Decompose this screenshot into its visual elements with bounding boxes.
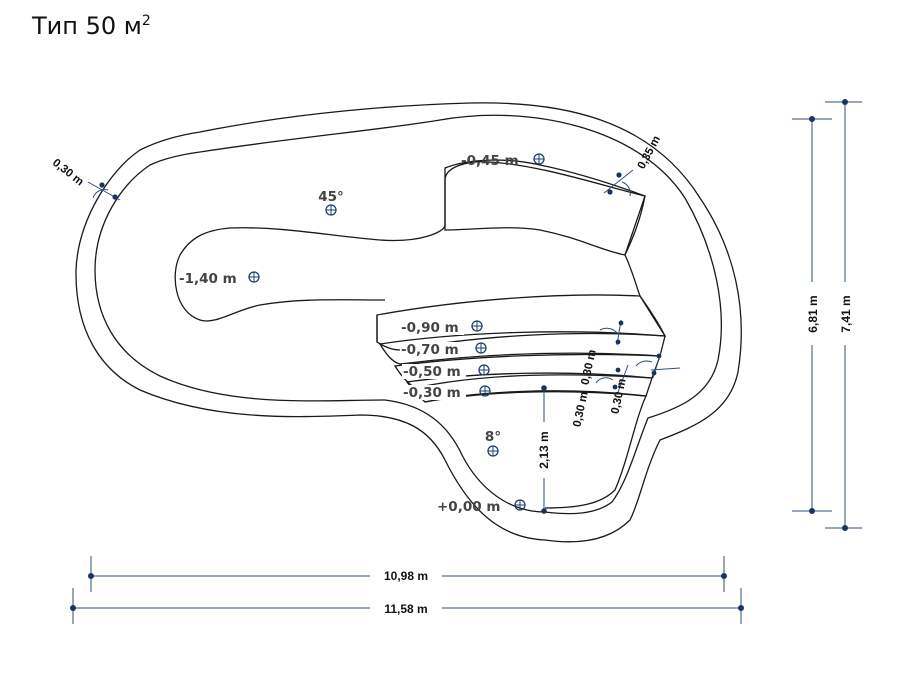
level-marker-icon bbox=[533, 153, 545, 165]
depth-step-1: -0,90 m bbox=[400, 320, 483, 336]
entry-zone-outline bbox=[424, 390, 647, 509]
level-marker-icon bbox=[487, 445, 499, 457]
label-step-width-2: 0,30 m bbox=[571, 391, 590, 429]
slope-main: 45° bbox=[318, 189, 344, 216]
step-2-outline bbox=[378, 331, 666, 365]
dim-inner-length: 10,98 m bbox=[88, 556, 727, 592]
level-marker-icon bbox=[514, 499, 526, 511]
dim-outer-width: 7,41 m bbox=[825, 99, 862, 531]
label-inner-width: 6,81 m bbox=[806, 295, 820, 332]
level-marker-icon bbox=[248, 271, 260, 283]
label-step-width-3: 0,30 m bbox=[609, 378, 628, 416]
label-outer-width: 7,41 m bbox=[839, 295, 853, 332]
label-entry-slope: 8° bbox=[485, 429, 501, 445]
depth-entry: +0,00 m bbox=[437, 499, 526, 515]
page-title: Тип 50 м2 bbox=[32, 12, 151, 40]
slope-entry: 8° bbox=[485, 429, 501, 457]
level-marker-icon bbox=[471, 320, 483, 332]
title-superscript: 2 bbox=[141, 13, 151, 29]
depth-step-3: -0,50 m bbox=[402, 364, 490, 380]
level-marker-icon bbox=[479, 385, 491, 397]
step-riser-right bbox=[639, 295, 666, 337]
label-main-slope: 45° bbox=[318, 189, 344, 205]
shallow-bench-wall bbox=[624, 254, 641, 297]
label-shallow-bench: -0,45 m bbox=[461, 153, 519, 169]
depth-deep-zone: -1,40 m bbox=[179, 271, 260, 287]
depth-step-4: -0,30 m bbox=[402, 385, 491, 401]
label-step-2: -0,70 m bbox=[401, 342, 459, 358]
label-step-4: -0,30 m bbox=[403, 385, 461, 401]
level-marker-icon bbox=[478, 364, 490, 376]
label-entry: +0,00 m bbox=[437, 499, 500, 515]
label-step-3: -0,50 m bbox=[403, 364, 461, 380]
shallow-bench-outline bbox=[444, 159, 646, 256]
depth-shallow-bench: -0,45 m bbox=[461, 153, 545, 169]
label-right-border: 0,35 m bbox=[636, 134, 663, 171]
level-marker-icon bbox=[475, 342, 487, 354]
dim-entry-length: 2,13 m bbox=[537, 385, 551, 514]
title-text: Тип 50 м bbox=[32, 12, 142, 40]
dim-inner-width: 6,81 m bbox=[792, 116, 832, 514]
label-inner-length: 10,98 m bbox=[384, 569, 428, 583]
label-entry-length: 2,13 m bbox=[537, 431, 551, 468]
level-marker-icon bbox=[325, 204, 337, 216]
pool-inner-outline bbox=[94, 114, 722, 515]
dim-outer-length: 11,58 m bbox=[70, 588, 744, 624]
label-outer-length: 11,58 m bbox=[384, 602, 427, 616]
dim-left-border: 0,30 m bbox=[50, 157, 121, 201]
label-step-1: -0,90 m bbox=[401, 320, 459, 336]
dim-right-border: 0,35 m bbox=[603, 134, 663, 197]
deep-zone-outline bbox=[174, 161, 646, 322]
label-deep-zone: -1,40 m bbox=[179, 271, 237, 287]
pool-outer-outline bbox=[75, 102, 742, 543]
label-left-border: 0,30 m bbox=[50, 157, 86, 189]
step-1-outline bbox=[376, 294, 667, 351]
depth-step-2: -0,70 m bbox=[400, 342, 487, 358]
